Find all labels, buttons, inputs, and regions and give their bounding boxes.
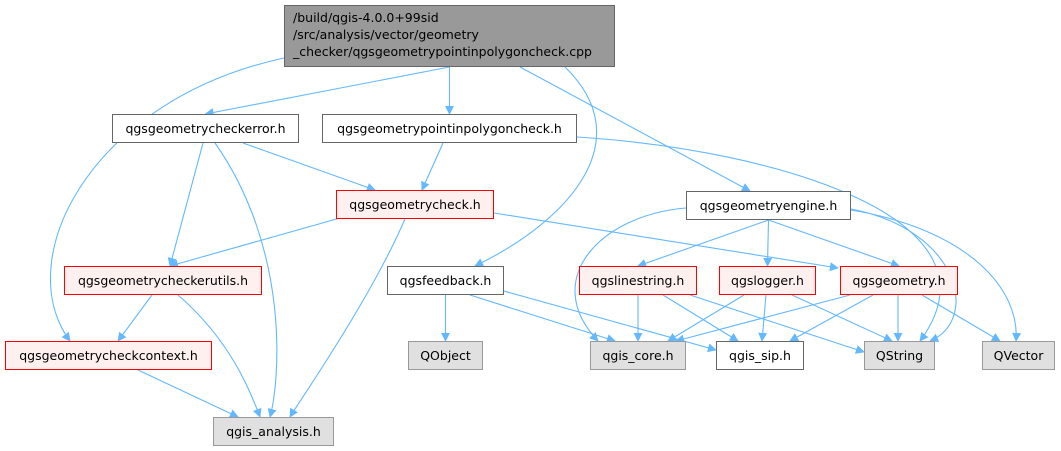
edge-linestring-to-qstring [689, 294, 865, 354]
edge-engine-to-core [574, 207, 687, 342]
node-qstring[interactable]: QString [864, 341, 935, 370]
node-pipcheck[interactable]: qgsgeometrypointinpolygoncheck.h [322, 114, 577, 143]
edge-logger-to-qstring [791, 294, 893, 342]
edge-geometry-to-sip [789, 294, 874, 342]
edge-engine-to-geometry [768, 219, 900, 268]
edge-checkerror-to-check [242, 142, 376, 192]
edge-pipcheck-to-check [421, 142, 444, 191]
root-line-2: /src/analysis/vector/geometry [293, 27, 479, 42]
node-label: qgis_analysis.h [226, 424, 321, 439]
node-qvector[interactable]: QVector [982, 341, 1055, 370]
node-label: QString [875, 348, 924, 363]
edge-feedback-to-core [469, 294, 616, 343]
node-label: qgslogger.h [731, 273, 804, 288]
node-label: qgsgeometrycheckcontext.h [19, 348, 198, 363]
edge-geometry-to-core [675, 294, 851, 344]
edge-engine-to-qvector [850, 209, 1022, 342]
edge-logger-to-core [667, 294, 745, 342]
node-label: QObject [420, 348, 471, 363]
node-sip[interactable]: qgis_sip.h [716, 341, 804, 370]
node-label: qgsgeometryengine.h [699, 198, 838, 213]
node-label: qgsfeedback.h [399, 273, 492, 288]
edge-check-to-analysis [289, 218, 406, 418]
node-label: qgsgeometrypointinpolygoncheck.h [337, 121, 562, 136]
node-root[interactable]: /build/qgis-4.0.0+99sid /src/analysis/ve… [284, 5, 615, 67]
edge-engine-to-linestring [637, 219, 769, 268]
node-linestring[interactable]: qgslinestring.h [579, 266, 697, 295]
node-label: qgslinestring.h [591, 273, 685, 288]
root-line-3: _checker/qgsgeometrypointinpolygoncheck.… [293, 44, 592, 59]
edge-utils-to-analysis [177, 294, 262, 418]
node-check[interactable]: qgsgeometrycheck.h [336, 190, 494, 219]
edge-root-to-context [49, 57, 285, 342]
edge-engine-to-logger [763, 219, 773, 267]
node-feedback[interactable]: qgsfeedback.h [387, 266, 504, 295]
node-analysis[interactable]: qgis_analysis.h [213, 417, 334, 446]
node-qobject[interactable]: QObject [408, 341, 483, 370]
node-utils[interactable]: qgsgeometrycheckerutils.h [64, 266, 262, 295]
node-label: QVector [993, 348, 1044, 363]
edge-check-to-geometry [493, 212, 839, 272]
node-logger[interactable]: qgslogger.h [719, 266, 816, 295]
node-label: qgsgeometrycheckerror.h [125, 121, 286, 136]
root-line-1: /build/qgis-4.0.0+99sid [293, 10, 439, 25]
edge-checkerror-to-utils [167, 142, 204, 267]
edge-context-to-analysis [137, 369, 239, 418]
edge-geometry-to-qvector [921, 294, 1001, 342]
node-core[interactable]: qgis_core.h [590, 341, 686, 370]
node-geometry[interactable]: qgsgeometry.h [840, 266, 958, 295]
edge-root-to-engine [519, 66, 751, 192]
node-label: qgis_sip.h [729, 348, 791, 363]
node-label: qgis_core.h [602, 348, 674, 363]
edge-checkerror-to-analysis [214, 142, 278, 418]
node-label: qgsgeometrycheckerutils.h [77, 273, 249, 288]
node-label: qgsgeometrycheck.h [349, 197, 481, 212]
edge-pipcheck-to-qstring [576, 136, 941, 342]
node-label: qgsgeometry.h [852, 273, 946, 288]
node-checkerror[interactable]: qgsgeometrycheckerror.h [112, 114, 299, 143]
edge-utils-to-context [117, 294, 153, 342]
edge-root-to-feedback [474, 66, 598, 267]
node-context[interactable]: qgsgeometrycheckcontext.h [5, 341, 212, 370]
edge-root-to-checkerror [204, 66, 450, 117]
node-engine[interactable]: qgsgeometryengine.h [686, 191, 851, 220]
edge-check-to-utils [169, 217, 341, 269]
edge-linestring-to-sip [662, 294, 739, 342]
